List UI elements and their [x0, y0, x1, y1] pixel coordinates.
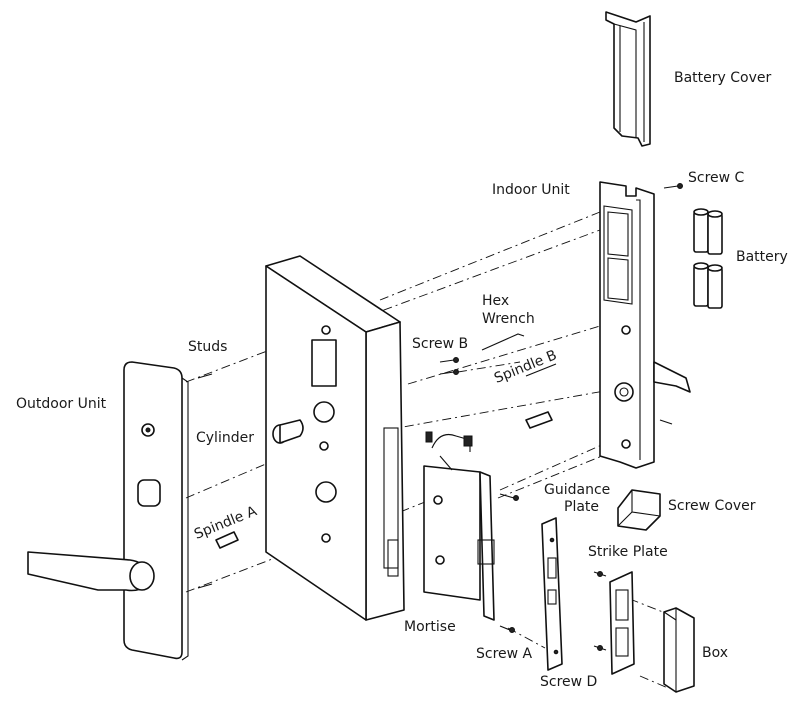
box-part — [663, 607, 695, 693]
outdoor-unit-label: Outdoor Unit — [16, 396, 107, 412]
guidance-plate-part — [499, 493, 519, 501]
screw-cover-label: Screw Cover — [668, 498, 756, 514]
strike-plate-part — [593, 571, 635, 675]
spindle-b-part — [525, 363, 557, 429]
box-label: Box — [702, 645, 729, 661]
door-slab-part — [265, 255, 405, 621]
hex-wrench-label-1: Hex — [482, 293, 510, 309]
mortise-part — [423, 431, 495, 621]
hex-wrench-label-2: Wrench — [482, 311, 535, 327]
screw-b-label: Screw B — [412, 336, 469, 352]
screw-a-part — [499, 625, 515, 633]
guidance-plate-label-2: Plate — [564, 499, 600, 515]
assembly-lines — [185, 211, 669, 689]
screw-c-part — [663, 183, 683, 189]
cylinder-label: Cylinder — [196, 430, 254, 446]
faceplate-part — [541, 517, 563, 671]
battery-part — [693, 208, 723, 309]
studs-label: Studs — [188, 339, 228, 355]
mortise-label: Mortise — [404, 619, 456, 635]
cylinder-part — [272, 419, 304, 444]
battery-cover-part — [605, 11, 651, 147]
spindle-a-part — [215, 531, 239, 549]
indoor-unit-part — [599, 181, 691, 469]
battery-label: Battery — [736, 249, 788, 265]
screw-b-part — [439, 357, 459, 375]
screw-c-label: Screw C — [688, 170, 745, 186]
studs-part — [197, 373, 213, 589]
screw-cover-part — [617, 489, 661, 531]
strike-plate-label: Strike Plate — [588, 544, 668, 560]
indoor-unit-label: Indoor Unit — [492, 182, 570, 198]
guidance-plate-label-1: Guidance — [544, 482, 611, 498]
screw-d-label: Screw D — [540, 674, 598, 690]
screw-a-label: Screw A — [476, 646, 533, 662]
battery-cover-label: Battery Cover — [674, 70, 772, 86]
hex-wrench-part — [481, 333, 525, 351]
outdoor-unit-part — [27, 361, 189, 661]
